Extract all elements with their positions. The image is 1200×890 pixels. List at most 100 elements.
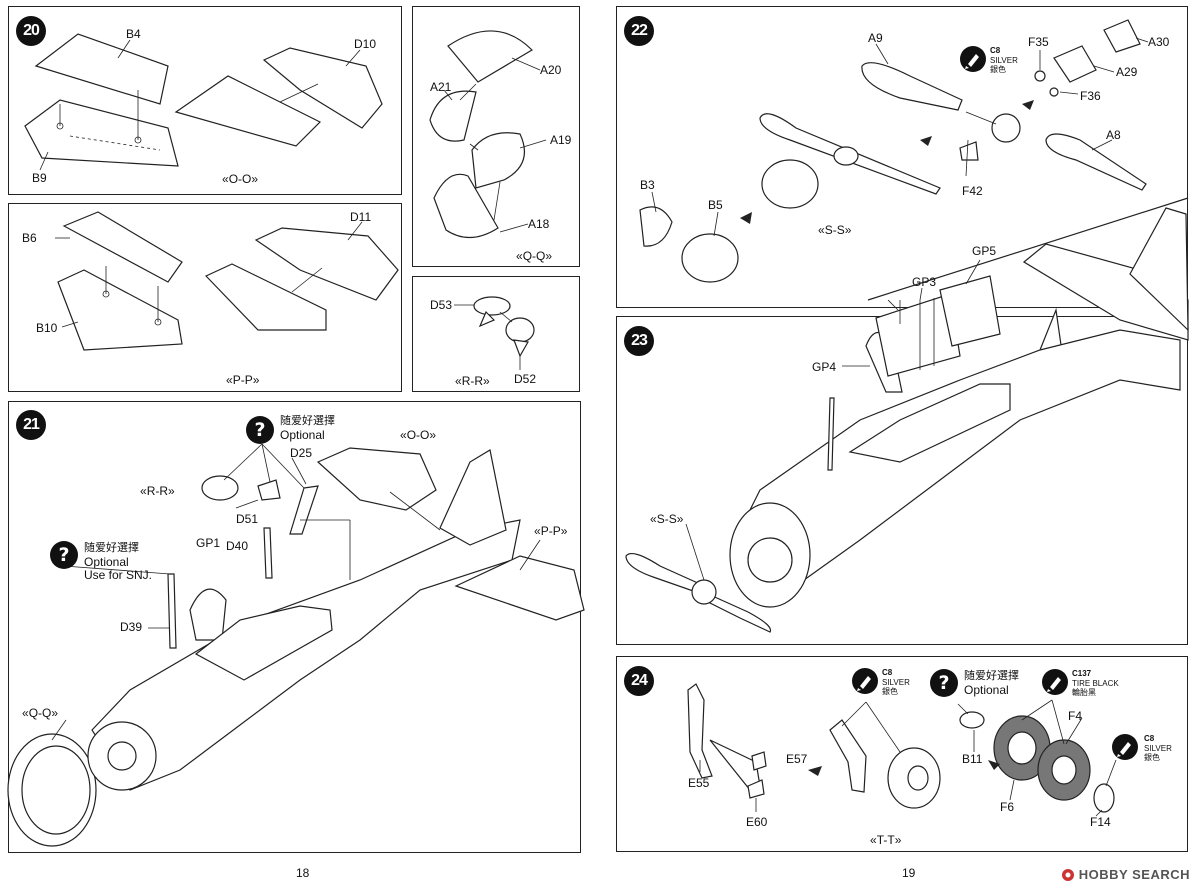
paint-24c-en: SILVER	[1144, 744, 1172, 753]
paint-24b-en: TIRE BLACK	[1072, 679, 1119, 688]
part-b9-label: B9	[32, 171, 47, 185]
gear-assembled-tt	[829, 719, 867, 793]
callout-oo-21: «O-O»	[400, 428, 437, 442]
fuselage-23	[739, 329, 1181, 591]
paint-24c-code: C8	[1144, 734, 1155, 743]
callout-pp-21: «P-P»	[534, 524, 568, 538]
part-gp3-label: GP3	[912, 275, 937, 289]
step-21-badge: 21	[16, 410, 46, 440]
part-rr-assembly	[201, 475, 239, 501]
part-a19	[471, 132, 525, 189]
optional-24-en: Optional	[964, 683, 1009, 697]
part-e57-label: E57	[786, 752, 808, 766]
aileron-d11	[254, 227, 399, 301]
part-b5-label: B5	[708, 198, 723, 212]
part-e60-label: E60	[746, 815, 768, 829]
part-a21-label: A21	[430, 80, 452, 94]
part-b11-label: B11	[962, 752, 983, 766]
spinner-assembled	[761, 159, 819, 209]
paint-brush-icon	[857, 676, 871, 691]
tail-fin-23	[1129, 207, 1189, 332]
part-d11-label: D11	[350, 210, 372, 224]
part-d39-label: D39	[120, 620, 143, 634]
step-22-badge: 22	[624, 16, 654, 46]
paint-icon-24c	[1112, 734, 1138, 760]
part-d51-label: D51	[236, 512, 259, 526]
part-f14-label: F14	[1090, 815, 1111, 829]
part-a8-label: A8	[1106, 128, 1121, 142]
flap-top-b6	[62, 211, 183, 283]
section-tt-label: «T-T»	[870, 833, 902, 847]
watermark-text: HOBBY SEARCH	[1078, 867, 1190, 882]
paint-brush-icon	[1117, 742, 1131, 757]
part-d53-label: D53	[430, 298, 453, 312]
part-d10-label: D10	[354, 37, 377, 51]
flap-top-b4	[34, 33, 169, 105]
stabilizer-right-21	[454, 555, 585, 621]
optional-icon-b: ?	[50, 541, 78, 569]
callout-qq-21: «Q-Q»	[22, 706, 59, 720]
part-d52-label: D52	[514, 372, 537, 386]
part-f6-label: F6	[1000, 800, 1015, 814]
part-b3-label: B3	[640, 178, 655, 192]
aileron-left	[174, 75, 322, 147]
part-f42-label: F42	[962, 184, 983, 198]
propeller-blade-a8	[1045, 133, 1147, 191]
part-f35	[1034, 70, 1046, 82]
part-a30	[1103, 19, 1141, 53]
paint-24b-code: C137	[1072, 669, 1092, 678]
landing-gear-e55	[687, 683, 713, 779]
optional-b-cn: 随爱好選擇	[84, 542, 139, 554]
canopy-gp5	[939, 275, 1001, 347]
antenna-d39	[167, 573, 177, 649]
part-e55-label: E55	[688, 776, 710, 790]
part-gp4-label: GP4	[812, 360, 837, 374]
part-b4-label: B4	[126, 27, 141, 41]
callout-ss-23: «S-S»	[650, 512, 684, 526]
paint-icon-22	[960, 46, 986, 72]
part-d40	[263, 527, 273, 579]
part-a19-label: A19	[550, 133, 572, 147]
paint-icon-24b	[1042, 669, 1068, 695]
part-f36	[1049, 87, 1059, 97]
section-oo-label: «O-O»	[222, 172, 259, 186]
paint-22-code: C8	[990, 46, 1001, 55]
optional-a-en: Optional	[280, 428, 325, 442]
part-b6-label: B6	[22, 231, 37, 245]
part-f36-label: F36	[1080, 89, 1101, 103]
part-d40-label: D40	[226, 539, 249, 553]
part-gp1-label: GP1	[196, 536, 221, 550]
optional-icon-a: ?	[246, 416, 274, 444]
optional-b-note: Use for SNJ.	[84, 568, 153, 582]
hub-f14	[1093, 783, 1115, 813]
paint-icon-24a	[852, 668, 878, 694]
hobby-search-logo-icon	[1061, 868, 1074, 881]
paint-24b-cn: 輪胎黑	[1072, 688, 1096, 697]
part-b10-label: B10	[36, 321, 58, 335]
part-e57	[751, 751, 767, 771]
part-e60	[747, 779, 765, 799]
flap-base-b9	[24, 99, 179, 167]
part-d25	[289, 485, 319, 535]
paint-brush-icon	[965, 54, 979, 69]
spinner-b3	[639, 206, 673, 247]
part-a30-label: A30	[1148, 35, 1170, 49]
part-a21	[429, 90, 477, 142]
part-a29-label: A29	[1116, 65, 1138, 79]
part-a18-label: A18	[528, 217, 550, 231]
part-f4-label: F4	[1068, 709, 1083, 723]
part-f35-label: F35	[1028, 35, 1049, 49]
paint-24a-code: C8	[882, 668, 893, 677]
paint-24c-cn: 銀色	[1144, 753, 1160, 762]
step-rr-panel	[412, 276, 580, 392]
step-23-badge: 23	[624, 326, 654, 356]
hub-f42	[991, 113, 1021, 143]
step-24-badge: 24	[624, 666, 654, 696]
